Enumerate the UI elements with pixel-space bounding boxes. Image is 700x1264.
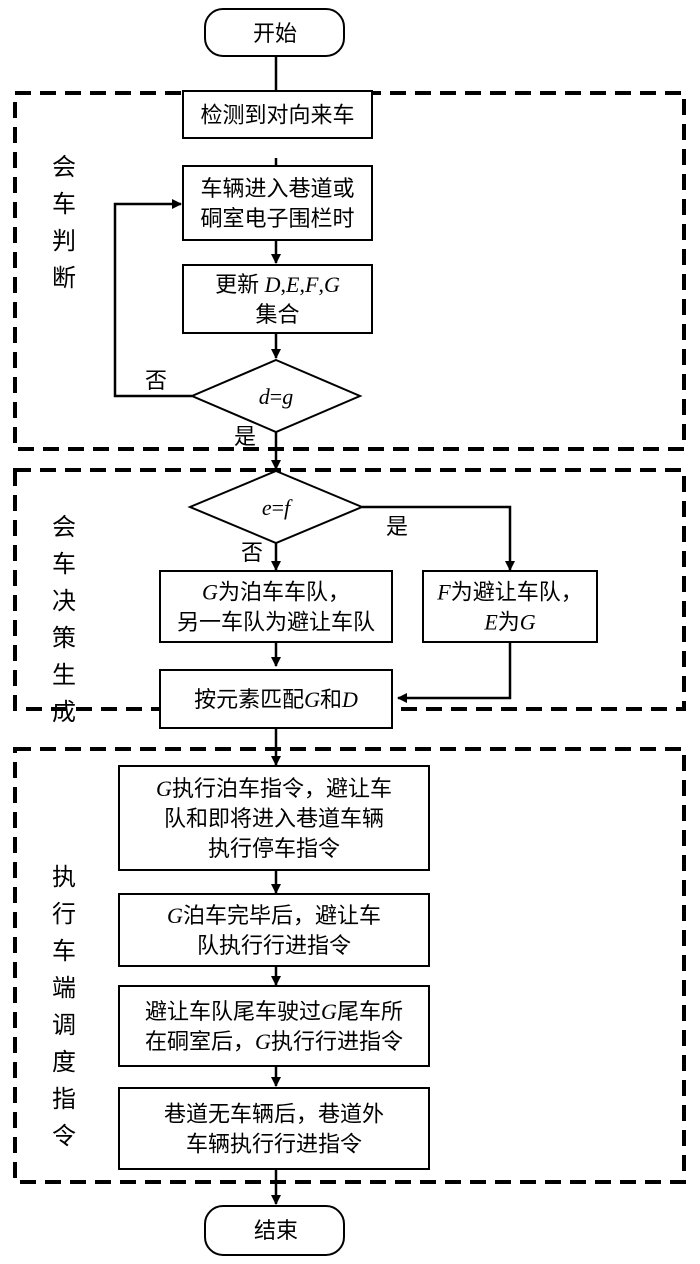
decision-e-equals-f bbox=[187, 469, 365, 545]
node-tail-pass-text-line-1: 避让车队尾车驶过G尾车所 bbox=[145, 999, 403, 1024]
branch-label-e-equals-f-yes: 是 bbox=[386, 514, 408, 539]
group-label-meeting-judgment-char-3: 判 bbox=[52, 228, 76, 255]
node-enter-fence-text-line-1: 车辆进入巷道或 bbox=[200, 176, 354, 201]
node-after-parking-text-line-2: 队执行行进指令 bbox=[197, 933, 351, 958]
group-label-decision-generation-char-4: 策 bbox=[52, 625, 76, 652]
group-label-decision-generation-char-1: 会 bbox=[52, 514, 76, 541]
node-update-sets-text-line-2: 集合 bbox=[255, 302, 299, 327]
branch-label-d-equals-g-yes: 是 bbox=[234, 424, 256, 449]
decision-d-equals-g bbox=[189, 358, 363, 434]
end-terminator bbox=[204, 1205, 345, 1256]
start-label: 开始 bbox=[253, 21, 297, 46]
node-f-yield-team bbox=[422, 570, 598, 643]
group-label-meeting-judgment-char-4: 断 bbox=[52, 265, 76, 292]
arrow-cond-dg-no-loop bbox=[113, 199, 192, 398]
branch-label-d-equals-g-no: 否 bbox=[145, 368, 167, 393]
decision-e-equals-f-text-line-1: e=f bbox=[262, 495, 293, 520]
group-label-execute-commands-char-5: 调 bbox=[52, 1012, 76, 1039]
node-g-parking-team bbox=[159, 570, 393, 643]
group-label-meeting-judgment-char-1: 会 bbox=[52, 154, 76, 181]
node-execute-parking-text-line-3: 执行停车指令 bbox=[208, 836, 340, 861]
node-execute-parking-text-line-1: G执行泊车指令，避让车 bbox=[156, 776, 392, 801]
node-after-parking bbox=[118, 893, 430, 967]
node-execute-parking bbox=[118, 765, 430, 871]
end-label: 结束 bbox=[254, 1218, 298, 1243]
group-frame-execute-commands bbox=[13, 747, 686, 1184]
start-terminator bbox=[204, 8, 345, 57]
group-label-decision-generation-char-5: 生 bbox=[52, 662, 76, 689]
node-lane-clear bbox=[118, 1087, 430, 1170]
node-enter-fence-text-line-2: 硐室电子围栏时 bbox=[200, 206, 354, 231]
node-match-g-and-d bbox=[159, 669, 393, 729]
node-after-parking-text-line-1: G泊车完毕后，避让车 bbox=[167, 903, 381, 928]
branch-label-e-equals-f-no: 否 bbox=[241, 540, 263, 565]
node-f-yield-team-text-line-1: F为避让车队， bbox=[436, 580, 582, 605]
arrow-cond-ef-yes bbox=[362, 505, 515, 571]
group-label-execute-commands-char-1: 执 bbox=[52, 864, 76, 891]
node-g-parking-team-text-line-2: 另一车队为避让车队 bbox=[177, 610, 375, 635]
decision-d-equals-g-text-line-1: d=g bbox=[259, 384, 293, 409]
group-label-execute-commands-char-7: 指 bbox=[52, 1086, 76, 1113]
group-label-decision-generation-char-3: 决 bbox=[52, 588, 76, 615]
node-detect-oncoming bbox=[182, 90, 373, 139]
node-execute-parking-text-line-2: 队和即将进入巷道车辆 bbox=[164, 806, 384, 831]
group-label-execute-commands-char-4: 端 bbox=[52, 975, 76, 1002]
node-enter-fence bbox=[182, 165, 373, 241]
group-label-decision-generation-char-6: 成 bbox=[52, 699, 76, 726]
node-match-g-and-d-text-line-1: 按元素匹配G和D bbox=[194, 687, 358, 712]
group-label-decision-generation-char-2: 车 bbox=[52, 551, 76, 578]
node-lane-clear-text-line-1: 巷道无车辆后，巷道外 bbox=[164, 1102, 384, 1127]
node-tail-pass-text-line-2: 在硐室后，G执行行进指令 bbox=[145, 1029, 403, 1054]
node-detect-oncoming-text-line-1: 检测到对向来车 bbox=[200, 103, 354, 128]
group-label-execute-commands-char-2: 行 bbox=[52, 901, 76, 928]
group-label-meeting-judgment-char-2: 车 bbox=[52, 191, 76, 218]
group-label-execute-commands-char-6: 度 bbox=[52, 1049, 76, 1076]
group-frame-decision-generation bbox=[13, 468, 686, 711]
group-label-execute-commands-char-3: 车 bbox=[52, 938, 76, 965]
node-lane-clear-text-line-2: 车辆执行行进指令 bbox=[186, 1132, 362, 1157]
group-label-execute-commands-char-8: 令 bbox=[52, 1123, 76, 1150]
node-update-sets bbox=[182, 264, 373, 334]
node-update-sets-text-line-1: 更新 D,E,F,G bbox=[215, 272, 340, 297]
arrow-fyield-to-match bbox=[397, 642, 512, 703]
node-tail-pass bbox=[118, 985, 430, 1067]
node-g-parking-team-text-line-1: G为泊车车队， bbox=[202, 580, 350, 605]
node-f-yield-team-text-line-2: E为G bbox=[483, 610, 535, 635]
